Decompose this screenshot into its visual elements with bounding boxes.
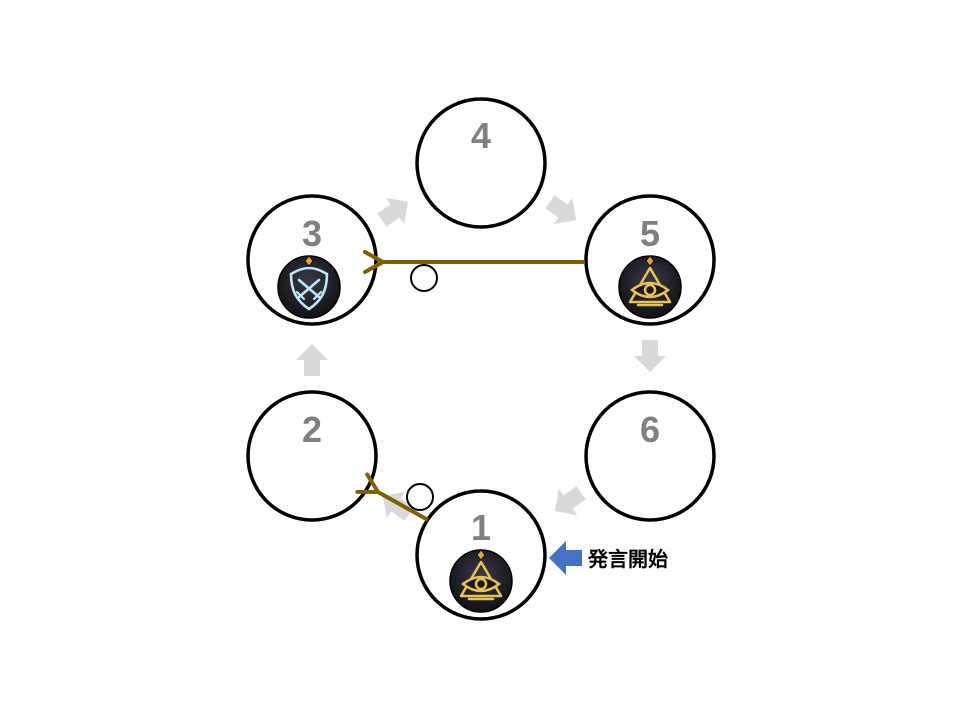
seat-2-circle (246, 390, 378, 522)
flow-arrow-3-to-4 (377, 197, 409, 227)
seat-4: 4 (415, 97, 547, 229)
seer-eye-icon (618, 255, 682, 319)
result-circle-seat-3 (410, 264, 438, 292)
flow-arrow-2-to-3 (296, 344, 328, 376)
seat-6-circle (584, 390, 716, 522)
seat-1-number: 1 (471, 507, 491, 548)
seer-eye-icon (449, 549, 513, 613)
flow-arrow-5-to-6 (634, 340, 666, 372)
seat-2: 2 (246, 390, 378, 522)
seat-6-number: 6 (640, 409, 660, 450)
result-circle-seat-2 (406, 483, 434, 511)
action-arrow-1-to-2 (355, 472, 429, 522)
seat-3-number: 3 (302, 213, 322, 254)
flow-arrow-6-to-1 (554, 486, 586, 516)
start-arrow-icon (549, 541, 582, 575)
seat-4-number: 4 (471, 115, 491, 156)
seat-5-number: 5 (640, 213, 660, 254)
flow-arrow-4-to-5 (545, 195, 577, 225)
start-label: 発言開始 (587, 547, 668, 571)
seat-4-circle (415, 97, 547, 229)
seat-2-number: 2 (302, 409, 322, 450)
seat-6: 6 (584, 390, 716, 522)
start-marker: 発言開始 (549, 541, 668, 575)
knight-shield-icon (277, 255, 341, 319)
